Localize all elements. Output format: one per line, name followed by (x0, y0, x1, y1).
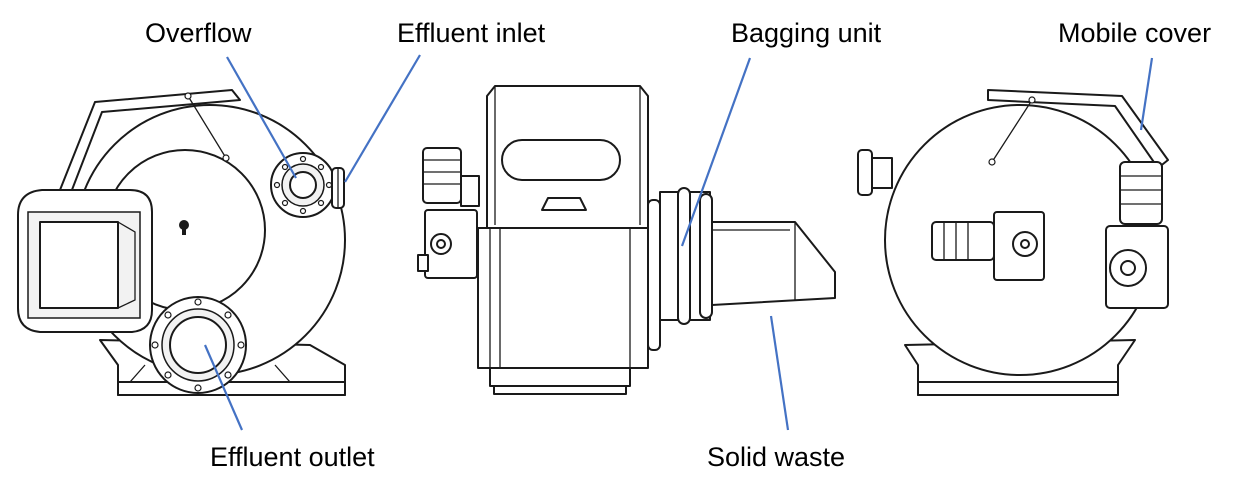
rear-small-motor (931, 221, 995, 261)
solid-waste-label: Solid waste (707, 442, 845, 472)
effluent-outlet-leader-line (203, 344, 244, 431)
side-base (489, 367, 631, 387)
bagging-unit-leader-line (680, 57, 752, 247)
side-handle (541, 197, 587, 211)
effluent-outlet-label: Effluent outlet (210, 442, 375, 472)
front-view-drawing (17, 89, 346, 396)
side-view-drawing (417, 85, 836, 395)
effluent-inlet-leader-line (344, 54, 421, 183)
leader-lines (203, 54, 1154, 431)
labels: Overflow Effluent inlet Bagging unit Mob… (145, 18, 1211, 472)
rear-left-flange (857, 149, 873, 196)
side-ring-1 (647, 199, 661, 351)
mobile-cover-leader-line (1139, 57, 1154, 131)
solid-waste-leader-line (769, 315, 790, 431)
side-window (501, 139, 621, 181)
side-lower-body (477, 227, 649, 369)
outlet-bolts (151, 298, 245, 392)
solid-waste-chute (711, 221, 836, 306)
overflow-leader-line (226, 56, 297, 179)
bagging-unit-label: Bagging unit (731, 18, 882, 48)
rear-motor (1119, 161, 1163, 225)
mobile-cover-label: Mobile cover (1058, 18, 1211, 48)
overflow-label: Overflow (145, 18, 252, 48)
side-motor (422, 147, 462, 204)
rear-view-drawing (857, 89, 1169, 396)
front-base-plate (117, 381, 346, 396)
effluent-inlet-label: Effluent inlet (397, 18, 546, 48)
